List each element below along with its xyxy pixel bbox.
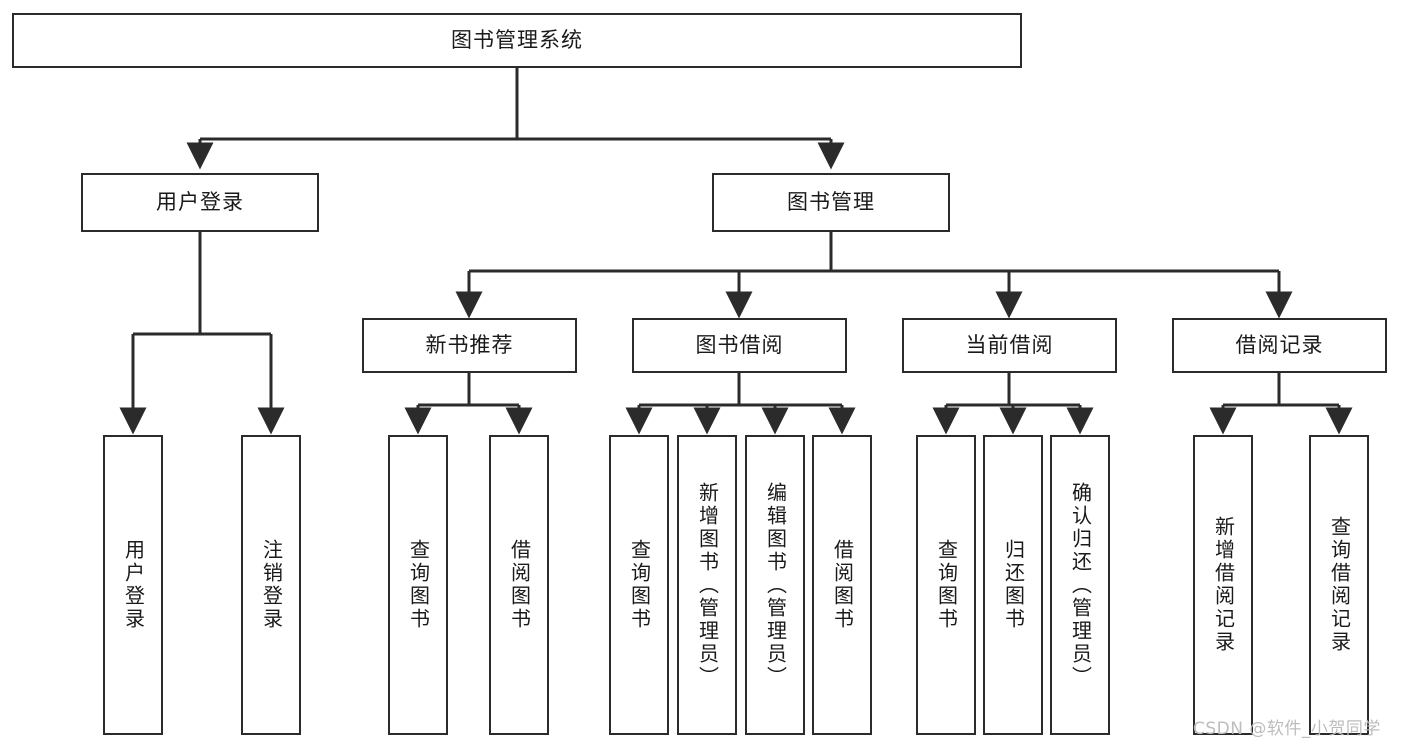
node-book-management[interactable]: 图书管理 bbox=[712, 173, 950, 232]
node-leaf-query-book-2-label: 查询图书 bbox=[627, 539, 652, 631]
node-leaf-confirm-return[interactable]: 确认归还（管理员） bbox=[1050, 435, 1110, 735]
node-user-login-label: 用户登录 bbox=[156, 189, 244, 214]
node-leaf-user-login-label: 用户登录 bbox=[121, 539, 146, 631]
node-root[interactable]: 图书管理系统 bbox=[12, 13, 1022, 68]
node-book-management-label: 图书管理 bbox=[787, 189, 875, 214]
node-leaf-edit-book[interactable]: 编辑图书（管理员） bbox=[745, 435, 805, 735]
node-current-borrow-label: 当前借阅 bbox=[965, 332, 1054, 357]
node-borrow-record-label: 借阅记录 bbox=[1235, 332, 1324, 357]
node-leaf-return-book[interactable]: 归还图书 bbox=[983, 435, 1043, 735]
node-leaf-query-book-1-label: 查询图书 bbox=[406, 539, 431, 631]
node-leaf-logout[interactable]: 注销登录 bbox=[241, 435, 301, 735]
node-leaf-user-login[interactable]: 用户登录 bbox=[103, 435, 163, 735]
node-leaf-query-record[interactable]: 查询借阅记录 bbox=[1309, 435, 1369, 735]
node-leaf-borrow-book-1-label: 借阅图书 bbox=[507, 539, 532, 631]
node-leaf-query-book-3-label: 查询图书 bbox=[934, 539, 959, 631]
node-leaf-borrow-book-2[interactable]: 借阅图书 bbox=[812, 435, 872, 735]
node-leaf-return-book-label: 归还图书 bbox=[1001, 539, 1026, 631]
node-leaf-query-book-3[interactable]: 查询图书 bbox=[916, 435, 976, 735]
node-leaf-borrow-book-2-label: 借阅图书 bbox=[830, 539, 855, 631]
node-borrow-record[interactable]: 借阅记录 bbox=[1172, 318, 1387, 373]
node-new-book-recommend-label: 新书推荐 bbox=[425, 332, 514, 357]
node-leaf-query-book-2[interactable]: 查询图书 bbox=[609, 435, 669, 735]
node-leaf-logout-label: 注销登录 bbox=[259, 539, 284, 631]
node-leaf-borrow-book-1[interactable]: 借阅图书 bbox=[489, 435, 549, 735]
node-root-label: 图书管理系统 bbox=[451, 27, 583, 52]
node-user-login[interactable]: 用户登录 bbox=[81, 173, 319, 232]
node-book-borrow-label: 图书借阅 bbox=[695, 332, 784, 357]
node-leaf-add-book-label: 新增图书（管理员） bbox=[695, 481, 720, 689]
node-leaf-edit-book-label: 编辑图书（管理员） bbox=[763, 481, 788, 689]
watermark-text: CSDN @软件_小贺同学 bbox=[1193, 719, 1381, 739]
node-leaf-query-record-label: 查询借阅记录 bbox=[1327, 516, 1352, 654]
node-leaf-add-record-label: 新增借阅记录 bbox=[1211, 516, 1236, 654]
node-leaf-query-book-1[interactable]: 查询图书 bbox=[388, 435, 448, 735]
node-current-borrow[interactable]: 当前借阅 bbox=[902, 318, 1117, 373]
node-leaf-confirm-return-label: 确认归还（管理员） bbox=[1068, 481, 1093, 689]
node-book-borrow[interactable]: 图书借阅 bbox=[632, 318, 847, 373]
node-leaf-add-book[interactable]: 新增图书（管理员） bbox=[677, 435, 737, 735]
node-leaf-add-record[interactable]: 新增借阅记录 bbox=[1193, 435, 1253, 735]
node-new-book-recommend[interactable]: 新书推荐 bbox=[362, 318, 577, 373]
